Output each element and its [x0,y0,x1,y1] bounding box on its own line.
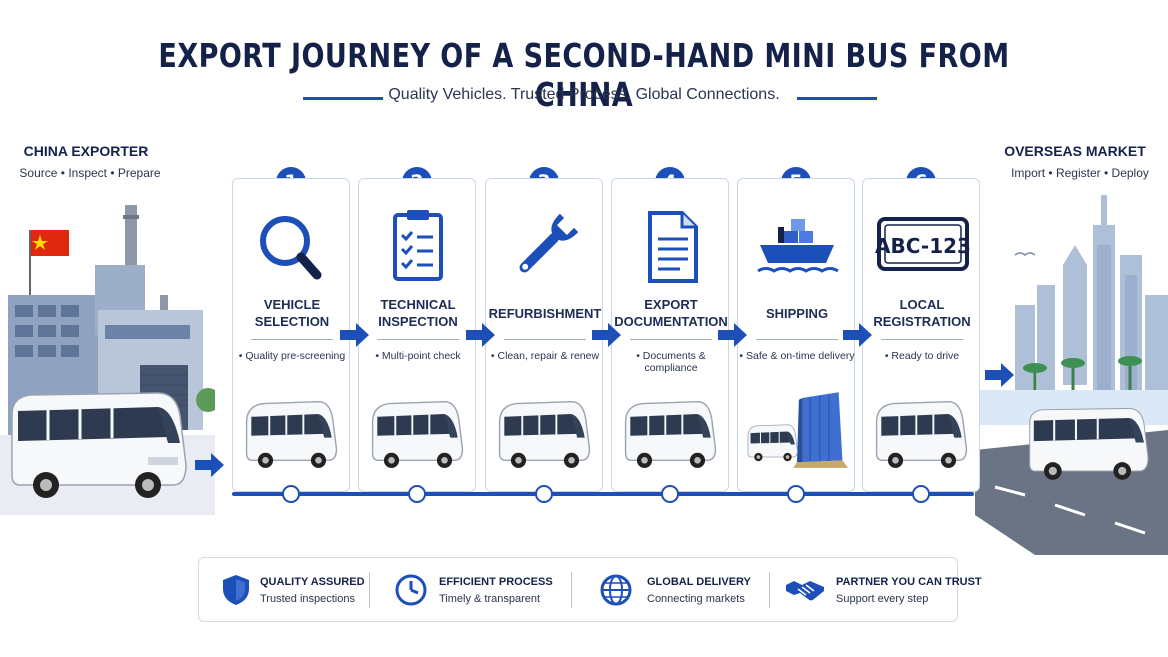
subtitle-row: Quality Vehicles. Trusted Process. Globa… [0,86,1168,110]
subtitle-right-rule [797,97,877,100]
footer-item-efficient: EFFICIENT PROCESS Timely & transparent [379,558,569,623]
footer-subtitle: Timely & transparent [439,593,541,605]
step-card-5: SHIPPING • Safe & on-time delivery [737,178,855,492]
step-description: • Documents & compliance [636,350,706,374]
right-panel-title: OVERSEAS MARKET [1004,143,1146,159]
step-title: REFURBISHMENT [488,305,602,321]
left-panel-subtitle: Source • Inspect • Prepare [19,166,161,180]
footer-title: EFFICIENT PROCESS [439,576,553,588]
timeline-dot [661,485,679,503]
footer-title: GLOBAL DELIVERY [647,576,751,588]
arrow-right-icon [195,453,224,477]
step-description: • Clean, repair & renew [490,350,600,362]
step-description: • Quality pre-screening [238,350,346,362]
cargo-ship-icon [757,219,839,273]
step-separator [630,339,712,340]
wrench-icon [519,213,579,273]
arrow-right-icon [340,323,369,347]
clipboard-checklist-icon [393,210,443,281]
document-icon [648,211,698,283]
step-description: • Multi-point check [375,350,461,362]
plate-text: ABC-123 [875,234,971,258]
step-separator [377,339,459,340]
footer-item-partner: PARTNER YOU CAN TRUST Support every step [774,558,982,623]
footer-divider [369,572,370,608]
container-bus-icon [747,392,849,468]
bus-icon [624,400,717,468]
step-title: SHIPPING [765,305,829,321]
bus-icon [498,400,591,468]
timeline-dot [787,485,805,503]
footer-item-quality: QUALITY ASSURED Trusted inspections [199,558,379,623]
step-description: • Safe & on-time delivery [739,350,855,362]
footer-subtitle: Trusted inspections [260,593,355,605]
magnifier-icon [260,216,322,280]
subtitle-left-rule [303,97,383,100]
timeline-dot [912,485,930,503]
step-description: • Ready to drive [884,350,960,362]
arrow-right-icon [466,323,495,347]
timeline-dot [535,485,553,503]
timeline-dot [282,485,300,503]
step-separator [756,339,838,340]
step-separator [881,339,963,340]
bus-icon [11,392,187,498]
handshake-icon [786,581,824,601]
bus-icon [371,400,464,468]
bus-icon [875,400,968,468]
footer-title: PARTNER YOU CAN TRUST [836,576,982,588]
license-plate-icon: ABC-123 [875,217,971,271]
bus-icon [245,400,338,468]
timeline-bar [232,492,974,496]
footer-divider [571,572,572,608]
arrow-right-icon [843,323,872,347]
step-card-3: REFURBISHMENT • Clean, repair & renew [485,178,603,492]
china-factory-scene [0,205,215,515]
arrow-right-icon [985,363,1014,387]
footer-values-bar: QUALITY ASSURED Trusted inspections EFFI… [198,557,982,623]
footer-title: QUALITY ASSURED [260,576,365,588]
globe-icon [600,574,632,606]
bus-icon [1029,407,1149,480]
clock-icon [395,574,427,606]
page-title: EXPORT JOURNEY OF A SECOND-HAND MINI BUS… [158,36,1010,114]
footer-item-global: GLOBAL DELIVERY Connecting markets [579,558,769,623]
arrow-right-icon [718,323,747,347]
footer-subtitle: Connecting markets [647,593,745,605]
footer-divider [769,572,770,608]
step-separator [504,339,586,340]
page-subtitle: Quality Vehicles. Trusted Process. Globa… [388,86,780,103]
right-panel-subtitle: Import • Register • Deploy [1011,166,1149,180]
footer-subtitle: Support every step [836,593,929,605]
shield-icon [223,575,249,605]
timeline-dot [408,485,426,503]
step-separator [251,339,333,340]
left-panel-title: CHINA EXPORTER [23,143,149,159]
arrow-right-icon [592,323,621,347]
